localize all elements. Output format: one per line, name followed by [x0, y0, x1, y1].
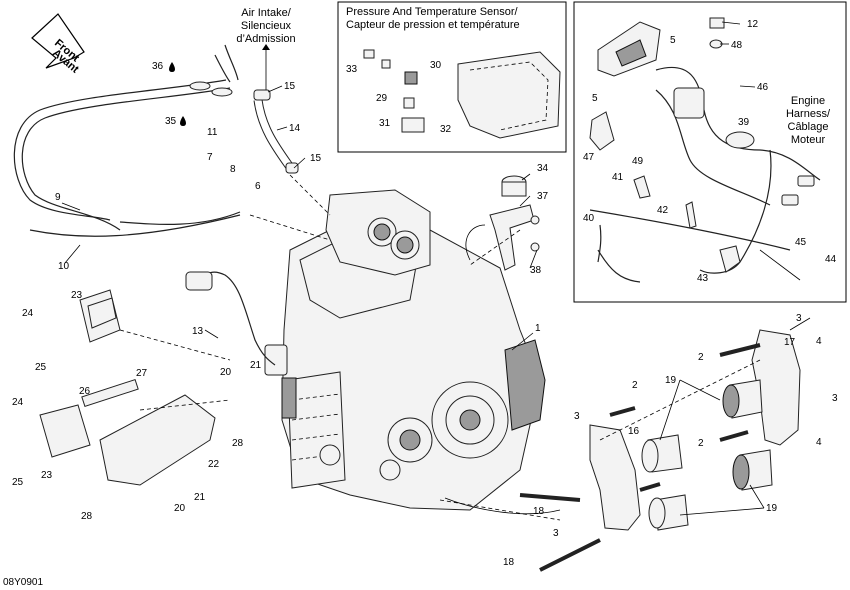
engine-mount-bracket-left [589, 424, 641, 531]
callout-16: 16 [628, 426, 640, 437]
callout-10: 10 [58, 261, 70, 272]
callout-17: 17 [784, 337, 796, 348]
air-intake-line-1: Air Intake/ [241, 7, 291, 19]
engine-harness-line-2: Harness/ [786, 108, 831, 120]
assembly-lines [119, 174, 761, 521]
callout-28: 28 [81, 511, 93, 522]
sensor-cable [185, 271, 276, 366]
callout-6: 6 [255, 181, 261, 192]
callout-19: 19 [766, 503, 778, 514]
callout-3: 3 [832, 393, 838, 404]
mount-bolts [519, 343, 761, 572]
callout-11: 11 [207, 127, 218, 138]
callout-25: 25 [35, 362, 47, 373]
oil-drop-icon [180, 116, 186, 126]
callout-46: 46 [757, 82, 769, 93]
callout-24: 24 [22, 308, 34, 319]
callout-47: 47 [583, 152, 595, 163]
callout-4: 4 [816, 336, 822, 347]
callout-14: 14 [289, 123, 301, 134]
left-bracket-lower [39, 378, 216, 486]
callout-44: 44 [825, 254, 837, 265]
callout-26: 26 [79, 386, 91, 397]
callout-15: 15 [310, 153, 322, 164]
callout-37: 37 [537, 191, 549, 202]
callout-23: 23 [71, 290, 83, 301]
callout-18: 18 [533, 506, 545, 517]
callout-3: 3 [553, 528, 559, 539]
callout-24: 24 [12, 397, 24, 408]
oil-drop-icon [169, 62, 175, 72]
engine-harness-line-3: Câblage [788, 121, 829, 133]
callout-30: 30 [430, 60, 442, 71]
callout-15: 15 [284, 81, 296, 92]
callout-19: 19 [665, 375, 677, 386]
callout-1: 1 [535, 323, 541, 334]
callout-13: 13 [192, 326, 204, 337]
callout-42: 42 [657, 205, 669, 216]
callout-21: 21 [250, 360, 262, 371]
callout-48: 48 [731, 40, 743, 51]
callout-5: 5 [670, 35, 676, 46]
callout-3: 3 [574, 411, 580, 422]
callout-2: 2 [698, 352, 704, 363]
callout-2: 2 [632, 380, 638, 391]
air-intake-label: Air Intake/ Silencieux d’Admission [236, 7, 296, 90]
callout-18: 18 [503, 557, 515, 568]
callout-8: 8 [230, 164, 236, 175]
pressure-sensor-title-1: Pressure And Temperature Sensor/ [346, 6, 519, 18]
oil-drop-icons [169, 62, 186, 126]
callout-labels: 1 2 2 2 3 3 3 3 4 4 5 5 6 7 8 9 10 11 12… [12, 19, 838, 568]
callout-43: 43 [697, 273, 709, 284]
callout-20: 20 [174, 503, 186, 514]
callout-4: 4 [816, 437, 822, 448]
callout-9: 9 [55, 192, 61, 203]
callout-31: 31 [379, 118, 391, 129]
callout-33: 33 [346, 64, 358, 75]
callout-40: 40 [583, 213, 595, 224]
callout-29: 29 [376, 93, 388, 104]
callout-21: 21 [194, 492, 206, 503]
callout-23: 23 [41, 470, 53, 481]
air-intake-line-2: Silencieux [241, 20, 292, 32]
callout-2: 2 [698, 438, 704, 449]
engine-harness-line-4: Moteur [791, 134, 826, 146]
callout-leaders [61, 21, 811, 516]
pressure-sensor-inset: Pressure And Temperature Sensor/ Capteur… [337, 1, 567, 153]
callout-35: 35 [165, 116, 177, 127]
callout-27: 27 [136, 368, 148, 379]
left-bracket-upper [79, 289, 121, 343]
engine-harness-inset: Engine Harness/ Câblage Moteur [573, 1, 847, 303]
callout-39: 39 [738, 117, 750, 128]
rubber-mounts [641, 379, 773, 531]
callout-36: 36 [152, 61, 164, 72]
callout-28: 28 [232, 438, 244, 449]
engine-mount-bracket-right [751, 329, 801, 446]
callout-34: 34 [537, 163, 549, 174]
callout-38: 38 [530, 265, 542, 276]
front-arrow: Front Avant [31, 13, 85, 76]
callout-20: 20 [220, 367, 232, 378]
callout-41: 41 [612, 172, 624, 183]
air-intake-line-3: d’Admission [236, 33, 295, 45]
callout-12: 12 [747, 19, 759, 30]
callout-45: 45 [795, 237, 807, 248]
engine-harness-line-1: Engine [791, 95, 825, 107]
callout-5: 5 [592, 93, 598, 104]
callout-25: 25 [12, 477, 24, 488]
callout-32: 32 [440, 124, 452, 135]
throttle-cables [13, 44, 241, 237]
callout-49: 49 [632, 156, 644, 167]
filler-bracket [489, 175, 540, 271]
callout-3: 3 [796, 313, 802, 324]
engine-block [264, 189, 546, 511]
callout-7: 7 [207, 152, 213, 163]
callout-22: 22 [208, 459, 220, 470]
diagram-code: 08Y0901 [3, 577, 43, 588]
air-intake-hose [253, 89, 299, 174]
pressure-sensor-title-2: Capteur de pression et température [346, 19, 520, 31]
